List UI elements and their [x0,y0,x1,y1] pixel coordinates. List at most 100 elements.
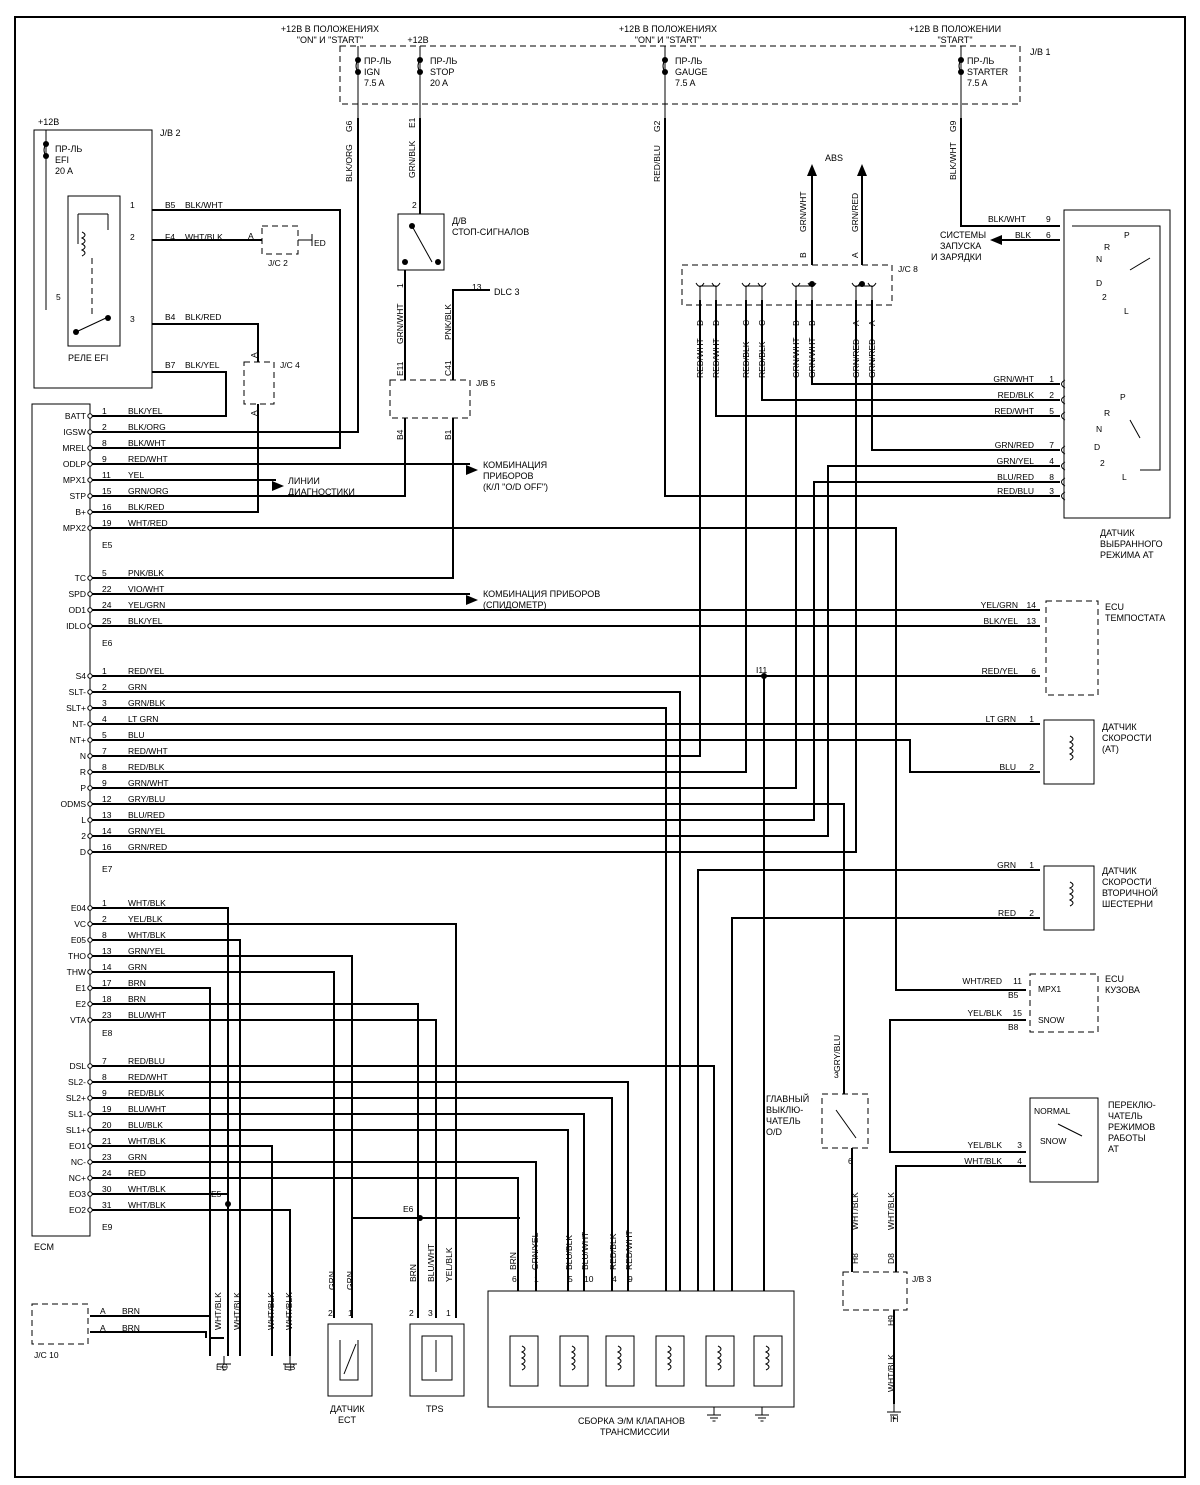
ecm-terminal-tc: TC [75,573,86,583]
wire-odms [92,803,845,1094]
wire-sel-1 [811,300,1060,385]
ecm-pin-number: 8 [102,930,107,940]
ecm-terminal-e2: E2 [76,999,87,1009]
speed-sec-label-4: ШЕСТЕРНИ [1102,899,1153,909]
ecm-pin-number: 3 [102,698,107,708]
selector-connector [1061,477,1066,487]
valve-wire: RED/WHT [624,1230,634,1270]
ecu-temp-pin: 13 [1027,616,1037,626]
ecm-wire-label: BLU/RED [128,810,165,820]
jb3-pin-h9: H9 [886,1315,896,1326]
ecm-pin-terminal [87,985,93,991]
ecm-pin-number: 5 [102,568,107,578]
wire-start-blk: BLK [1015,230,1031,240]
mode-wire: YEL/BLK [968,1140,1003,1150]
jb2-box [33,129,153,389]
jb5-top-c41: C41 [443,360,453,376]
ecm-pin-number: 8 [102,762,107,772]
ecm-pin-number: 5 [102,730,107,740]
relay-switch-icon [75,317,107,333]
wire-nc-plus-e9 [92,1177,519,1291]
ecu-body-label-1: ECU [1105,974,1124,984]
tps-pin-1: 1 [446,1308,451,1318]
ecm-pin-terminal [87,1191,93,1197]
jb5-top-e11: E11 [395,361,405,376]
ecm-pin-number: 1 [102,898,107,908]
ecm-pin-number: 19 [102,1104,112,1114]
ecm-terminal-batt: BATT [65,411,86,421]
relay-contact [73,329,79,335]
valve-solenoid-box [605,1335,635,1387]
ecm-pin-terminal [87,1017,93,1023]
ecu-temp-wire: BLK/YEL [984,616,1019,626]
wire-jc10-brn2: BRN [122,1323,140,1333]
selector-pin: 5 [1049,406,1054,416]
ecm-pin-number: 16 [102,502,112,512]
ecm-wire-label: YEL/GRN [128,600,165,610]
selector-connector [1061,395,1066,405]
i11-label: I11 [756,665,767,675]
ecm-pin-terminal [87,737,93,743]
ecm-pin-number: 16 [102,842,112,852]
ecm-terminal-odlp: ODLP [63,459,86,469]
mode-switch-icon [1057,1123,1083,1137]
wire-gnd-1: WHT/BLK [213,1292,223,1330]
od-switch-label-1: ГЛАВНЫЙ [766,1093,809,1104]
wire-thw [92,971,335,1318]
wire-nc-plus [697,869,1040,1291]
ecm-wire-label: LT GRN [128,714,158,724]
abs-label: ABS [825,153,843,163]
jc10-pin-a2: A [100,1323,106,1333]
jb3-label: J/B 3 [912,1274,932,1284]
start-sys-label-3: И ЗАРЯДКИ [931,252,982,262]
valve-wire: RED/BLK [608,1233,618,1270]
ecm-pin-terminal [87,1079,93,1085]
relay-contact [105,315,111,321]
jb2-pin3: 3 [130,314,135,324]
ecm-pin-terminal [87,509,93,515]
wire-e1 [92,987,211,1356]
selector-pin: 3 [1049,486,1054,496]
ecm-terminal-sl2-: SL2- [68,1077,86,1087]
ecu-body-box [1029,973,1099,1033]
ecm-wire-label: RED/BLU [128,1056,165,1066]
stop-contact [435,259,441,265]
ecm-wire-label: RED [128,1168,146,1178]
selector-internal [1072,225,1161,471]
ecm-pin-terminal [87,817,93,823]
wire-jb2-b4 [152,323,259,362]
ecm-pin-terminal [87,1175,93,1181]
selector-connector [1061,445,1066,455]
wire-p [92,300,797,789]
fuse-gauge-rating: 7.5 A [675,78,696,88]
valves-label-2: ТРАНСМИССИИ [600,1427,670,1437]
wire-blk-wht-starter: BLK/WHT [948,142,958,180]
ecm-wire-label: RED/BLK [128,762,165,772]
selector-wire: RED/WHT [994,406,1034,416]
ecm-pin-terminal [87,705,93,711]
ecm-terminal-vc: VC [74,919,86,929]
speed-wire: GRN [997,860,1016,870]
selector-wire: RED/BLK [998,390,1035,400]
selector-wire: GRN/RED [995,440,1034,450]
ecm-label: ECM [34,1242,54,1252]
ecm-pin-terminal [87,753,93,759]
ecm-pin-number: 7 [102,1056,107,1066]
ecu-body-conn: B8 [1008,1022,1019,1032]
wire-mpx2 [92,527,1026,991]
stop-switch-pin-bottom: 1 [395,283,405,288]
diagram-frame [14,16,1186,1478]
ecm-pin-number: 18 [102,994,112,1004]
fuse-terminal [43,153,49,159]
power-label-ign-2: "ON" И "START" [297,35,363,45]
ecm-terminal-odms: ODMS [61,799,87,809]
jc4-pin-bottom: A [249,410,259,416]
ecm-pin-number: 24 [102,1168,112,1178]
ecm-pin-terminal [87,623,93,629]
ecm-pin-number: 17 [102,978,112,988]
ecm-wire-label: YEL/BLK [128,914,163,924]
ecm-pin-terminal [87,1095,93,1101]
combo2-label-1: КОМБИНАЦИЯ ПРИБОРОВ [483,589,600,599]
ect-label-2: ECT [338,1415,357,1425]
